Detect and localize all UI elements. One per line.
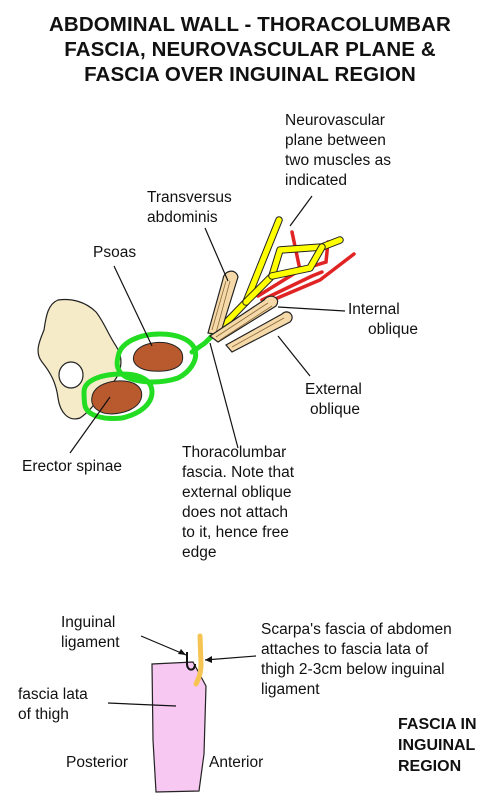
fascia-lower-compartment — [81, 371, 155, 421]
label-inguinal-ligament: Inguinal ligament — [61, 614, 120, 651]
psoas-muscle — [132, 341, 184, 372]
inguinal-ligament-shape — [186, 652, 196, 671]
label-external-oblique: External oblique — [305, 381, 362, 418]
vertebral-foramen — [58, 361, 84, 389]
nerve-lines — [212, 216, 344, 337]
title-line-3: FASCIA OVER INGUINAL REGION — [84, 63, 416, 86]
label-fascia-lata: fascia lata of thigh — [18, 686, 88, 723]
label-scarpas-fascia: Scarpa's fascia of abdomen attaches to f… — [261, 621, 452, 698]
page-title: ABDOMINAL WALL - THORACOLUMBAR FASCIA, N… — [0, 12, 500, 87]
label-neurovascular-plane: Neurovascular plane between two muscles … — [285, 112, 391, 189]
label-anterior: Anterior — [209, 754, 264, 771]
leader-lines-upper — [69, 195, 346, 454]
title-line-1: ABDOMINAL WALL - THORACOLUMBAR — [49, 13, 451, 36]
transversus-striations — [211, 280, 231, 334]
label-erector-spinae: Erector spinae — [22, 458, 122, 475]
label-internal-oblique: Internal oblique — [348, 301, 418, 338]
internal-oblique-striations — [215, 302, 273, 341]
inguinal-arrowhead — [178, 649, 186, 655]
leader-lines-lower — [107, 635, 257, 707]
title-line-2: FASCIA, NEUROVASCULAR PLANE & — [64, 38, 436, 61]
scarpa-arrowhead — [205, 656, 212, 663]
label-region-title: FASCIA IN INGUINAL REGION — [398, 716, 477, 775]
external-oblique-striations — [231, 317, 285, 348]
erector-spinae-muscle — [91, 380, 143, 415]
label-transversus-abdominis: Transversus abdominis — [147, 189, 232, 226]
label-psoas: Psoas — [93, 244, 137, 261]
label-thoracolumbar-fascia: Thoracolumbar fascia. Note that external… — [182, 444, 295, 561]
scarpas-fascia-shape — [193, 633, 204, 687]
label-posterior: Posterior — [66, 754, 129, 771]
